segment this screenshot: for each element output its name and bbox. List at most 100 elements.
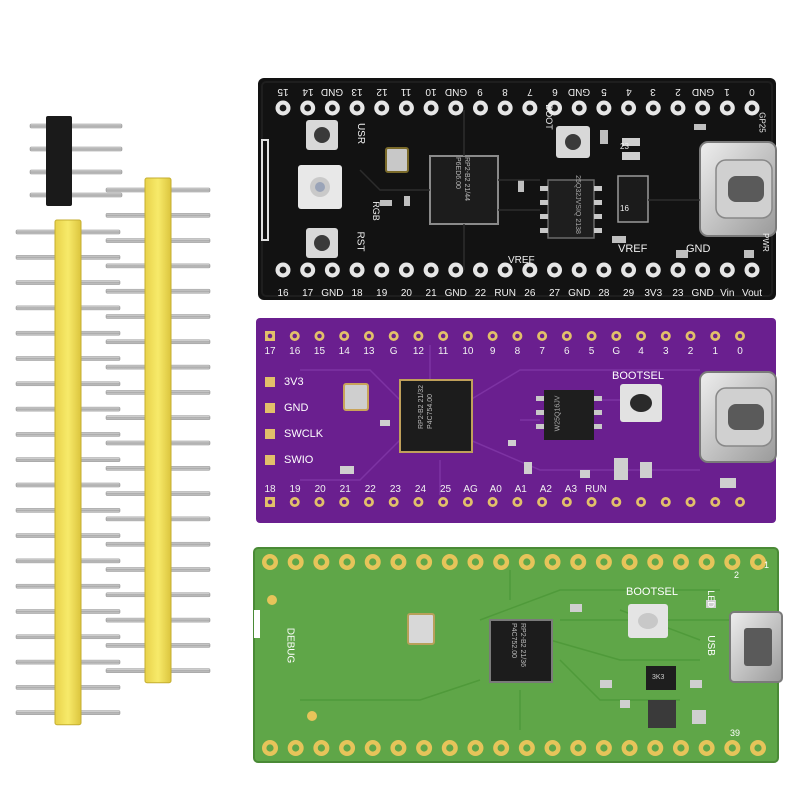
pad-hole [564,499,570,505]
pin-label: 18 [264,484,276,495]
pad-hole [420,558,428,566]
header-plastic [54,219,82,726]
pad-hole [674,104,682,112]
pad-hole [600,558,608,566]
pin-label: G [612,346,621,357]
pin-label: 0 [737,346,743,357]
bootsel-label: BOOTSEL [626,586,678,598]
purple-board [256,318,777,523]
pad-hole [490,333,495,339]
header-plastic [144,177,172,684]
pad-hole [625,266,632,274]
pin-label: 24 [414,484,427,495]
flash-marking: W25Q16JV [554,395,562,432]
pin-label: 21 [339,484,351,495]
pad-hole [328,104,336,112]
green-bottom-pads [262,740,766,756]
pad-hole [343,558,351,566]
led-label: LED [705,590,716,608]
pad-hole [625,104,632,112]
pad-hole [416,333,421,339]
pad-hole [589,333,594,339]
pad-hole [304,104,312,112]
pad-hole [477,104,484,112]
pad-hole [317,744,325,752]
pin-label: 19 [289,484,301,495]
pin-label: 0 [749,86,755,97]
pin-label: 23 [389,484,401,495]
pin-label: A2 [539,484,552,495]
pad-hole [638,333,644,339]
pad-hole [501,266,509,274]
pad-hole [420,744,428,752]
pad-hole [723,266,731,274]
pad-hole [574,558,582,566]
pad [265,377,275,387]
pin-label: 19 [376,288,388,299]
pad-hole [699,104,707,112]
pad-hole [292,558,300,566]
gp25-label: GP25 [757,112,767,133]
pad-hole [600,744,608,752]
header-pin [29,169,123,175]
n23-label: 23 [620,142,629,151]
black-top-pads [275,100,760,116]
crystal [407,613,435,645]
pin-label: 20 [400,288,412,299]
purple-top-pads [265,331,745,341]
pad-hole [266,744,274,752]
crystal [385,147,409,173]
pad-hole [649,104,657,112]
usb-label: USB [704,635,716,656]
pin-label: 17 [302,288,314,299]
pin-label: 27 [548,288,561,299]
pin-label: A1 [514,484,527,495]
pad-hole [674,266,682,274]
pad-hole [737,333,743,339]
rp2040-chip [399,379,473,453]
pad-hole [728,744,736,752]
pad-hole [317,558,325,566]
pad-hole [394,558,403,566]
pad-hole [369,744,377,752]
side-pin-label: SWIO [284,454,314,466]
pad-hole [446,744,454,752]
flash-chip [547,179,595,239]
pin-header-long-left [15,219,121,726]
pad-hole [341,333,347,339]
pin-label: G [389,346,398,357]
pad-hole [292,744,300,752]
flash-marking: 25Q32JVSIQ 2138 [573,175,581,234]
pin-label: A3 [564,484,578,495]
pin-label: AG [463,484,478,495]
side-pin-label: GND [284,402,309,414]
pin-label: 9 [489,346,496,357]
pad-hole [663,499,669,505]
pin-label: 3 [663,346,669,357]
pad-hole [649,266,657,274]
pad [265,429,275,439]
pad-hole [279,104,287,112]
pin-label: 18 [351,288,363,299]
pad-hole [452,104,460,112]
pad-hole [539,333,545,339]
pin-label: 17 [264,346,276,357]
pad-hole [465,333,471,339]
pad-hole [575,266,583,274]
header-pin [29,123,123,129]
pad-hole [267,499,273,505]
inductor [648,700,676,728]
pin-label: A0 [489,484,502,495]
pad-hole [292,499,297,505]
pad-hole [378,104,386,112]
pad-hole [394,744,403,752]
pad-hole [651,558,659,566]
pad-hole [353,104,361,112]
pad-hole [600,266,608,274]
pin-label: GND [691,288,714,299]
pin-39-label: 39 [730,728,741,738]
bootsel-label: BOOTSEL [612,370,664,382]
